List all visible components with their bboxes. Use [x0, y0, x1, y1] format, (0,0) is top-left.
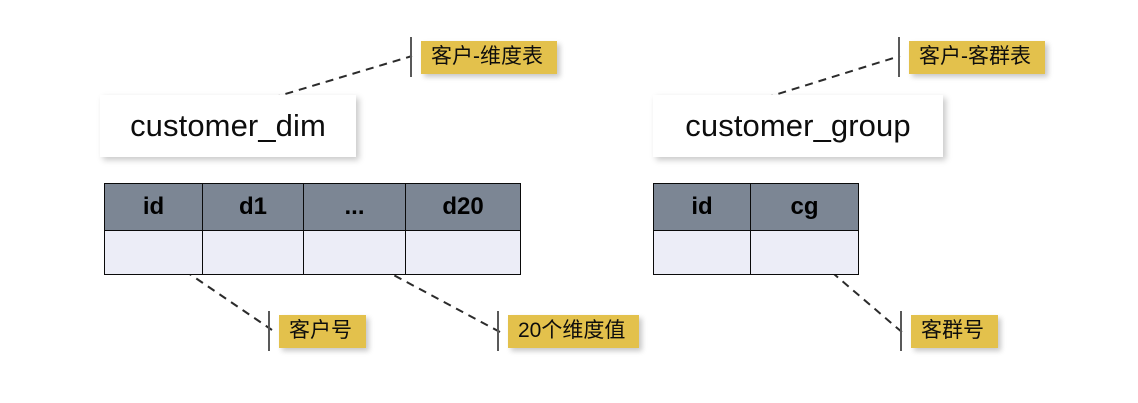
callout-tick-icon	[898, 37, 900, 77]
entity-box-customer-group[interactable]: customer_group	[653, 95, 943, 157]
callout-customer-dim-table[interactable]: 客户-维度表	[410, 37, 557, 77]
callout-label: 客户号	[289, 318, 352, 342]
table-header-row: id cg	[653, 183, 859, 231]
cell-cg[interactable]	[750, 230, 859, 275]
callout-group-id[interactable]: 客群号	[900, 311, 998, 351]
table-header-row: id d1 ... d20	[104, 183, 521, 231]
column-header-d20[interactable]: d20	[405, 183, 521, 231]
callout-tick-icon	[900, 311, 902, 351]
callout-box[interactable]: 20个维度值	[508, 314, 640, 348]
table-row	[653, 230, 859, 275]
callout-tick-icon	[410, 37, 412, 77]
column-header-d1[interactable]: d1	[202, 183, 304, 231]
cell-ellipsis[interactable]	[303, 230, 406, 275]
table-customer-dim[interactable]: id d1 ... d20	[104, 183, 521, 275]
leader-line-customer-group-note	[764, 55, 901, 99]
callout-tick-icon	[268, 311, 270, 351]
callout-label: 客户-维度表	[431, 44, 543, 68]
table-customer-group[interactable]: id cg	[653, 183, 859, 275]
callout-dimension-values[interactable]: 20个维度值	[497, 311, 640, 351]
entity-label-customer-dim: customer_dim	[130, 108, 326, 143]
cell-id[interactable]	[104, 230, 203, 275]
entity-box-customer-dim[interactable]: customer_dim	[100, 95, 356, 157]
cell-d1[interactable]	[202, 230, 304, 275]
column-header-id[interactable]: id	[104, 183, 203, 231]
callout-label: 客群号	[921, 318, 984, 342]
callout-label: 客户-客群表	[919, 44, 1031, 68]
leader-line-customer-dim-note	[271, 55, 413, 99]
cell-id[interactable]	[653, 230, 751, 275]
callout-box[interactable]: 客户-客群表	[909, 40, 1045, 74]
callout-customer-id[interactable]: 客户号	[268, 311, 366, 351]
table-row	[104, 230, 521, 275]
callout-tick-icon	[497, 311, 499, 351]
column-header-id[interactable]: id	[653, 183, 751, 231]
entity-label-customer-group: customer_group	[685, 108, 911, 143]
column-header-ellipsis[interactable]: ...	[303, 183, 406, 231]
callout-box[interactable]: 客户-维度表	[421, 40, 557, 74]
callout-box[interactable]: 客户号	[279, 314, 366, 348]
column-header-cg[interactable]: cg	[750, 183, 859, 231]
callout-label: 20个维度值	[518, 318, 626, 342]
callout-customer-group-table[interactable]: 客户-客群表	[898, 37, 1045, 77]
cell-d20[interactable]	[405, 230, 521, 275]
callout-box[interactable]: 客群号	[911, 314, 998, 348]
